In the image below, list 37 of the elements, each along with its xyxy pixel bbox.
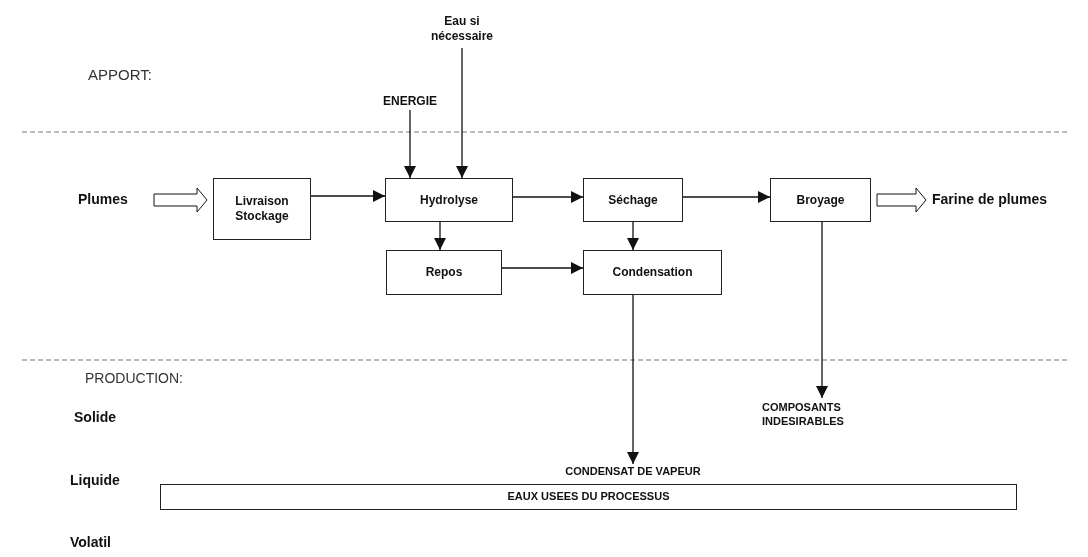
arrow (816, 221, 828, 399)
phase-label: Solide (74, 409, 116, 425)
flow-text: COMPOSANTS INDESIRABLES (762, 398, 882, 432)
box-label: Broyage (796, 192, 845, 208)
box-label: Repos (425, 265, 463, 280)
box-label: Condensation (612, 265, 693, 280)
box-label: EAUX USEES DU PROCESSUS (507, 490, 670, 504)
arrow (627, 221, 639, 251)
arrow (456, 47, 468, 179)
flow-text: CONDENSAT DE VAPEUR (538, 464, 728, 480)
process-box (160, 484, 1017, 510)
flow-text: ENERGIE (376, 92, 444, 110)
hollow-arrow (153, 187, 208, 213)
arrow (310, 190, 386, 202)
arrow (512, 191, 584, 203)
section-label: APPORT: (88, 66, 152, 83)
arrow (404, 109, 416, 179)
flow-text: Eau si nécessaire (420, 10, 504, 48)
phase-label: Liquide (70, 472, 120, 488)
process-box (583, 178, 683, 222)
process-box (385, 178, 513, 222)
process-box (770, 178, 871, 222)
arrow (434, 221, 446, 251)
arrow (682, 191, 771, 203)
arrow (501, 262, 584, 274)
box-label: Hydrolyse (420, 192, 478, 208)
process-box (213, 178, 311, 240)
flow-text: Farine de plumes (932, 190, 1082, 210)
box-label: Livraison Stockage (234, 194, 290, 224)
hollow-arrow (876, 187, 927, 213)
section-label: PRODUCTION: (85, 370, 183, 386)
box-label: Séchage (608, 192, 658, 208)
process-box (386, 250, 502, 295)
arrow (627, 294, 639, 465)
flow-text: Plumes (78, 190, 148, 210)
process-box (583, 250, 722, 295)
phase-label: Volatil (70, 534, 111, 550)
